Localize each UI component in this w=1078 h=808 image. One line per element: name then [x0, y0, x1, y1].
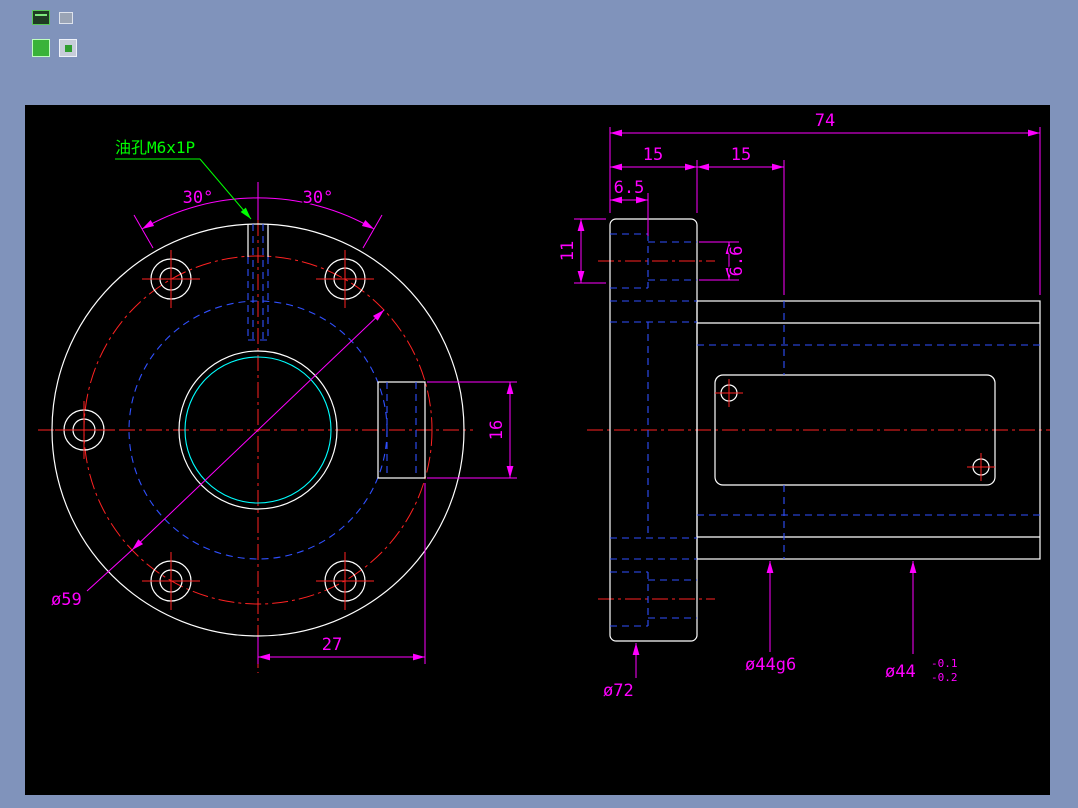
boss-width-dimension: 27	[257, 483, 426, 664]
dim-tol-upper: -0.1	[931, 657, 958, 670]
side-centerlines	[587, 260, 1057, 600]
cad-drawing: 30° 30° ø59 16	[38, 110, 1057, 703]
dim-body-dia-fit: ø44g6	[745, 655, 796, 675]
dim-step-length: 15	[731, 145, 751, 165]
side-hidden-lines	[610, 233, 1040, 627]
total-length-dimension: 74	[609, 110, 1041, 295]
angle-dimensions: 30° 30°	[133, 182, 383, 249]
dim-angle-right: 30°	[303, 188, 334, 208]
nut-body-section	[696, 300, 1041, 560]
drawing-canvas[interactable]: 30° 30° ø59 16	[25, 105, 1057, 795]
oil-hole-note-group: 油孔M6x1P	[114, 137, 252, 220]
dim-bolt-circle: ø59	[51, 590, 82, 610]
body-dia-fit-dimension: ø44g6	[744, 561, 798, 677]
dim-counterbore-depth: 6.5	[614, 178, 645, 198]
desktop-icon-gray-small[interactable]	[59, 12, 73, 24]
body-flat-window	[714, 374, 996, 486]
bolt-circle-dimension: ø59	[50, 309, 385, 612]
counterbore-depth-dimension: 6.5	[610, 177, 649, 236]
desktop-icon-green-large[interactable]	[32, 39, 50, 57]
dim-total-length: 74	[815, 111, 835, 131]
front-view: 30° 30° ø59 16	[38, 137, 517, 673]
desktop-icon-gray-large[interactable]	[59, 39, 77, 57]
step-dimensions: 15 15	[610, 144, 785, 295]
desktop-icon-green-small[interactable]	[32, 10, 50, 25]
side-view: 74 15 15 6.5	[557, 110, 1057, 703]
edge-distance-dimension: 11	[557, 218, 606, 284]
flange-dia-dimension: ø72	[602, 643, 640, 703]
body-dia-tol-dimension: ø44 -0.1 -0.2	[884, 561, 959, 686]
dim-tol-lower: -0.2	[931, 671, 958, 684]
bolt-holes	[55, 250, 374, 610]
dim-flange-thickness: 15	[643, 145, 663, 165]
dim-bolt-hole-dia: 6.6	[727, 246, 747, 277]
dim-angle-left: 30°	[183, 188, 214, 208]
oil-hole-note: 油孔M6x1P	[115, 138, 195, 157]
boss-height-dimension: 16	[427, 381, 517, 479]
bolt-hole-dia-dimension: 6.6	[699, 241, 749, 281]
dim-boss-width: 27	[322, 635, 342, 655]
dim-flange-dia: ø72	[603, 681, 634, 701]
dim-edge-distance: 11	[558, 241, 578, 261]
dim-body-dia: ø44	[885, 662, 916, 682]
desktop-icons	[28, 6, 138, 68]
dim-boss-height: 16	[487, 420, 507, 440]
